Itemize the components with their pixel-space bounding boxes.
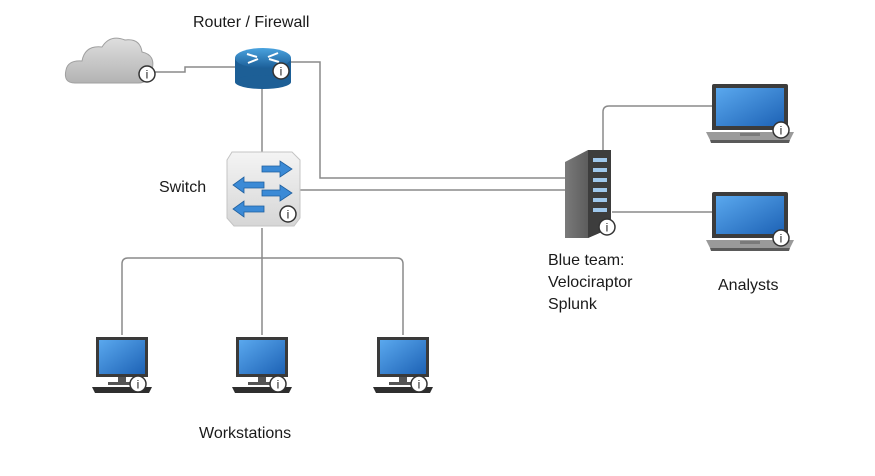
info-icon[interactable] <box>272 62 290 80</box>
cloud-icon <box>64 37 156 84</box>
analysts-label: Analysts <box>718 277 779 294</box>
link-cloud-router <box>155 66 235 73</box>
blue-team-label: Blue team: Velociraptor Splunk <box>548 250 633 316</box>
info-icon[interactable] <box>279 205 297 223</box>
laptop-icon <box>706 192 794 251</box>
desktop-icon <box>373 337 433 393</box>
desktop-icon <box>92 337 152 393</box>
link-router-server <box>290 61 565 179</box>
blue-team-line-2: Velociraptor <box>548 274 633 291</box>
info-icon[interactable] <box>598 218 616 236</box>
router-icon <box>235 48 291 89</box>
info-icon[interactable] <box>129 375 147 393</box>
server-icon <box>565 150 616 238</box>
laptop-icon <box>706 84 794 143</box>
switch-icon <box>226 151 301 227</box>
info-icon[interactable] <box>269 375 287 393</box>
info-icon[interactable] <box>772 121 790 139</box>
info-icon[interactable] <box>410 375 428 393</box>
link-server-analyst-1 <box>602 105 715 158</box>
workstations-label: Workstations <box>199 425 292 442</box>
connections <box>121 61 715 335</box>
blue-team-line-1: Blue team: <box>548 252 625 269</box>
link-switch-workstations <box>121 228 404 335</box>
info-icon[interactable] <box>138 65 156 83</box>
desktop-icon <box>232 337 292 393</box>
router-label: Router / Firewall <box>193 14 310 31</box>
blue-team-line-3: Splunk <box>548 296 597 313</box>
info-icon[interactable] <box>772 229 790 247</box>
switch-label: Switch <box>159 179 207 196</box>
